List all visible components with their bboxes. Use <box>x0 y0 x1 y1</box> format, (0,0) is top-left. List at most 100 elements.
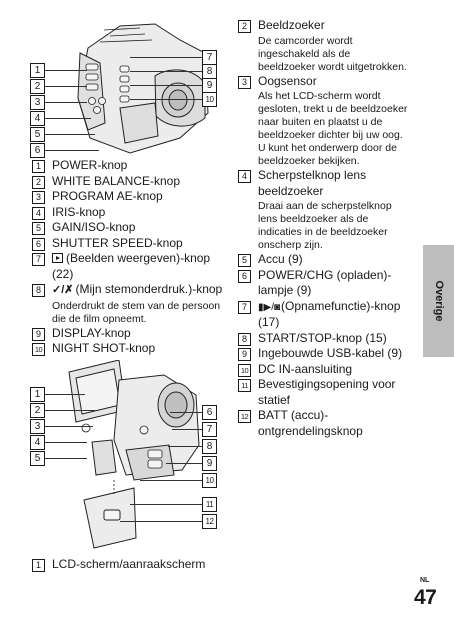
leader-line <box>130 57 202 58</box>
list-item: 3 PROGRAM AE-knop <box>32 189 228 205</box>
item-description: De camcorder wordt ingeschakeld als de b… <box>258 34 407 73</box>
item-number: 4 <box>238 170 251 183</box>
voice-suppress-icon: ✓/✗ <box>52 284 74 296</box>
list-item: 12 BATT (accu)-ontgrendelingsknop <box>238 408 410 439</box>
list-item: 9 Ingebouwde USB-kabel (9) <box>238 346 410 362</box>
callout-11: 11 <box>202 497 217 512</box>
camcorder-open-lcd-illustration <box>68 360 200 549</box>
section-tab: Overige <box>423 245 454 357</box>
callout-4: 4 <box>30 111 45 126</box>
leader-line <box>170 412 202 413</box>
leader-line <box>45 102 87 103</box>
item-number: 9 <box>238 348 251 361</box>
item-number: 2 <box>32 175 45 189</box>
item-number: 8 <box>238 332 251 346</box>
item-label: (Mijn stemonderdruk.)-knop <box>75 282 223 296</box>
leader-line <box>140 480 202 481</box>
callout-5: 5 <box>30 451 45 466</box>
callout-9: 9 <box>202 456 217 471</box>
callout-2: 2 <box>30 79 45 94</box>
callout-10: 10 <box>202 92 217 107</box>
item-label: (Beelden weergeven)-knop (22) <box>52 251 211 281</box>
list-item: 6 SHUTTER SPEED-knop <box>32 236 228 252</box>
callout-8: 8 <box>202 439 217 454</box>
leader-line <box>168 446 202 447</box>
item-label: DC IN-aansluiting <box>258 361 353 376</box>
item-number: 3 <box>32 191 45 204</box>
camcorder-side-buttons-illustration <box>77 23 209 154</box>
callout-9: 9 <box>202 78 217 93</box>
leader-line <box>45 150 99 151</box>
item-label: Bevestigingsopening voor statief <box>258 377 396 407</box>
leader-line <box>130 71 202 72</box>
item-label: WHITE BALANCE-knop <box>52 173 181 188</box>
button-legend-list: 1 POWER-knop 2 WHITE BALANCE-knop 3 PROGRAM… <box>32 158 228 357</box>
item-number: 12 <box>238 410 251 423</box>
callout-3: 3 <box>30 419 45 434</box>
language-code: NL <box>420 577 430 584</box>
item-label: LCD-scherm/aanraakscherm <box>52 557 206 571</box>
item-description: Draai aan de scherpstelknop lens beeldzo… <box>258 200 392 251</box>
item-number: 3 <box>238 75 251 89</box>
callout-2: 2 <box>30 403 45 418</box>
list-item: 1 POWER-knop <box>32 158 228 174</box>
list-item: 1 LCD-scherm/aanraakscherm <box>32 557 228 573</box>
list-item: 7(Beelden weergeven)-knop (22) <box>32 251 228 282</box>
leader-line <box>45 442 87 443</box>
list-item: 7▮▶/◙(Opnamefunctie)-knop (17) <box>238 299 410 331</box>
item-label: START/STOP-knop (15) <box>258 330 387 345</box>
item-number: 10 <box>32 343 45 356</box>
item-number: 6 <box>32 237 45 251</box>
list-item: 6 POWER/CHG (opladen)-lampje (9) <box>238 268 410 299</box>
item-label: POWER-knop <box>52 158 128 172</box>
callout-12: 12 <box>202 514 217 529</box>
item-number: 6 <box>238 269 251 283</box>
callout-6: 6 <box>30 143 45 158</box>
callout-6: 6 <box>202 405 217 420</box>
list-item: 8 START/STOP-knop (15) <box>238 331 410 347</box>
leader-line <box>45 426 93 427</box>
item-number: 9 <box>32 327 45 341</box>
leader-line <box>45 394 85 395</box>
item-label: NIGHT SHOT-knop <box>52 341 156 355</box>
leader-line <box>45 134 95 135</box>
item-number: 5 <box>238 254 251 267</box>
lcd-caption: 1 LCD-scherm/aanraakscherm <box>32 557 228 573</box>
item-number: 1 <box>32 559 45 572</box>
item-label: Ingebouwde USB-kabel (9) <box>258 346 403 360</box>
callout-8: 8 <box>202 64 217 79</box>
callout-1: 1 <box>30 63 45 78</box>
callout-3: 3 <box>30 95 45 110</box>
item-number: 1 <box>32 160 45 173</box>
item-label: POWER/CHG (opladen)-lampje (9) <box>258 267 392 298</box>
list-item: 10 NIGHT SHOT-knop <box>32 341 228 357</box>
play-icon <box>52 253 63 263</box>
callout-7: 7 <box>202 50 217 65</box>
list-item: 8✓/✗(Mijn stemonderdruk.)-knop Onderdruk… <box>32 282 228 326</box>
item-number: 2 <box>238 20 251 33</box>
item-number: 5 <box>32 222 45 235</box>
leader-line <box>172 429 202 430</box>
movie-photo-icon: ▮▶/◙ <box>258 301 281 313</box>
callout-4: 4 <box>30 435 45 450</box>
item-label: DISPLAY-knop <box>52 325 131 340</box>
item-description: Onderdrukt de stem van de persoon die de… <box>52 299 221 325</box>
item-label: PROGRAM AE-knop <box>52 189 163 203</box>
leader-line <box>130 85 202 86</box>
item-label: BATT (accu)-ontgrendelingsknop <box>258 408 363 438</box>
item-label: SHUTTER SPEED-knop <box>52 235 183 250</box>
leader-line <box>45 70 87 71</box>
leader-line <box>130 99 202 100</box>
item-number: 7 <box>238 300 251 314</box>
leader-line <box>120 521 202 522</box>
list-item: 4 Scherpstelknop lens beeldzoeker Draai a… <box>238 168 410 252</box>
leader-line <box>45 86 87 87</box>
item-label: Scherpstelknop lens beeldzoeker <box>258 168 367 198</box>
